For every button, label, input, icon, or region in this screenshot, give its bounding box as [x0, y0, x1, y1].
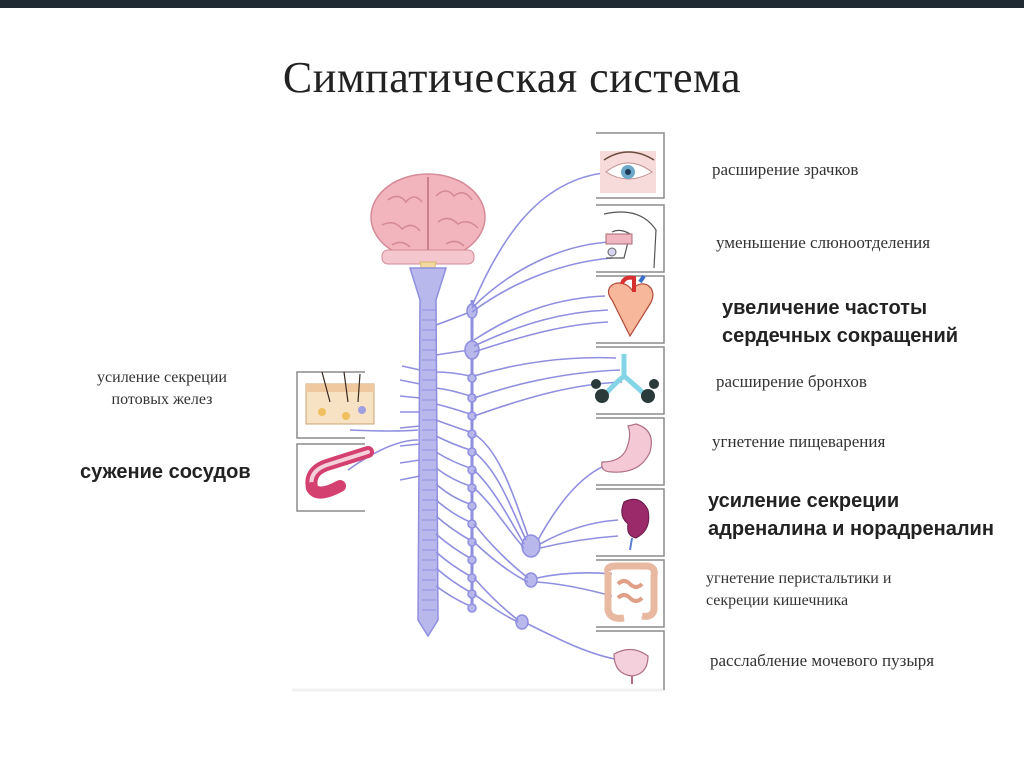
bronchi-organ: [591, 354, 659, 403]
sweat-gland-organ: [305, 371, 375, 425]
vessel-organ: [305, 446, 374, 499]
label-intestine-line2: секреции кишечника: [706, 592, 849, 609]
label-sweat-line1: усиление секреции: [97, 369, 227, 386]
label-heart: увеличение частоты сердечных сокращений: [722, 294, 958, 350]
label-bronchi: расширение бронхов: [716, 372, 867, 391]
organ-frames: [596, 132, 665, 690]
stomach-organ: [601, 423, 652, 473]
spinal-cord: [399, 267, 448, 638]
label-heart-line1: увеличение частоты: [722, 297, 928, 319]
label-adrenal-line2: адреналина и норадреналин: [708, 518, 994, 540]
salivary-organ: [603, 211, 657, 269]
label-heart-line2: сердечных сокращений: [722, 325, 959, 347]
prevertebral-ganglia: [515, 534, 541, 630]
label-pupils: расширение зрачков: [712, 160, 859, 179]
bladder-organ: [613, 648, 649, 684]
label-bladder: расслабление мочевого пузыря: [710, 651, 935, 670]
label-saliva: уменьшение слюноотделения: [716, 233, 931, 252]
label-sweat: усиление секреции потовых желез: [62, 367, 262, 411]
label-sweat-line2: потовых желез: [111, 391, 213, 408]
label-adrenal: усиление секреции адреналина и норадрена…: [708, 487, 994, 543]
label-adrenal-line1: усиление секреции: [708, 490, 900, 512]
page-title: Симпатическая система: [282, 53, 742, 102]
label-digestion: угнетение пищеварения: [712, 432, 886, 451]
rami: [347, 311, 471, 607]
intestine-organ: [604, 562, 658, 622]
top-bar: [0, 0, 1024, 8]
heart-organ: [608, 274, 654, 338]
adrenal-kidney-organ: [621, 498, 650, 551]
label-intestine-line1: угнетение перистальтики и: [706, 570, 892, 587]
label-vessels: сужение сосудов: [80, 461, 251, 483]
label-intestine: угнетение перистальтики и секреции кишеч…: [706, 568, 891, 612]
left-frames: [296, 371, 365, 512]
organ-nerves: [471, 171, 623, 661]
eye-organ: [600, 151, 656, 193]
sympathetic-chain: [464, 300, 480, 613]
